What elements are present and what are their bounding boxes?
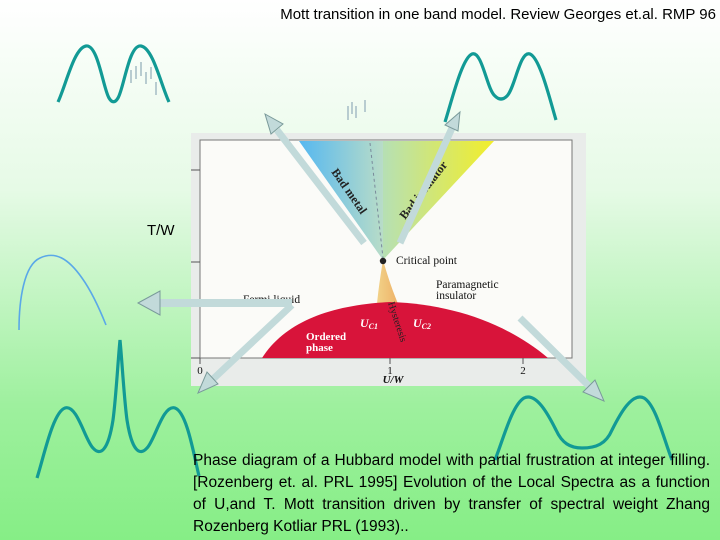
critical-point-label: Critical point <box>396 255 458 267</box>
arrow-to-ordered-metal-spectrum <box>197 302 295 394</box>
spectrum-spikes-top-right <box>347 100 366 120</box>
arrow-to-bad-metal-spectrum <box>264 112 367 246</box>
arrows <box>136 110 605 402</box>
bad-metal-region <box>299 141 383 260</box>
phase-label: phase <box>306 342 333 354</box>
critical-point-marker <box>379 257 387 265</box>
insulator-label: insulator <box>436 290 476 302</box>
spectrum-curve-bottom-left <box>35 339 201 479</box>
paramagnetic-label: Paramagnetic <box>436 279 499 291</box>
x-tick-0: 0 <box>197 365 203 377</box>
arrow-to-insulator-spectrum <box>517 315 605 402</box>
spectrum-spikes-top-left <box>130 62 157 95</box>
uc2-label: UC2 <box>413 316 431 331</box>
spectrum-curve-bottom-right <box>493 395 674 461</box>
slide-title: Mott transition in one band model. Revie… <box>280 6 716 23</box>
uc1-label: UC1 <box>360 316 378 331</box>
spectrum-curve-top-left <box>56 44 171 104</box>
bad-insulator-region <box>383 141 494 260</box>
ordered-label: Ordered <box>306 331 346 343</box>
spectrum-curve-mid-left <box>18 254 107 331</box>
x-axis-label: U/W <box>383 374 405 386</box>
temperature-axis-label: T/W <box>147 222 175 239</box>
ordered-phase-dome <box>262 302 548 358</box>
spectrum-curve-top-right <box>443 52 558 123</box>
figure-caption: Phase diagram of a Hubbard model with pa… <box>193 452 710 535</box>
arrow-to-bad-insulator-spectrum <box>396 110 461 245</box>
x-tick-1: 1 <box>387 365 393 377</box>
arrow-to-fermi-liquid-spectrum <box>136 290 292 316</box>
x-tick-2: 2 <box>520 365 526 377</box>
